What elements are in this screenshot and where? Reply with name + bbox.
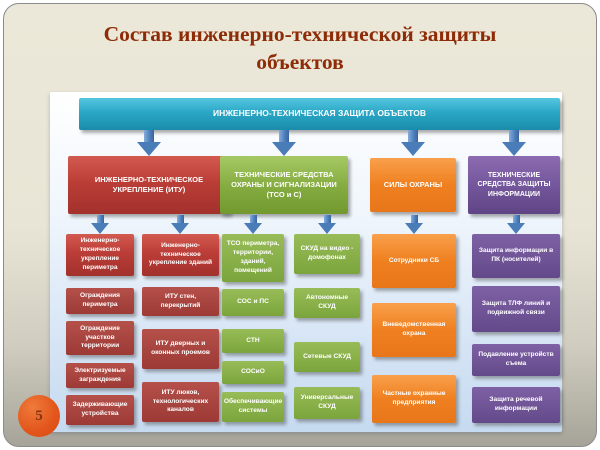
page-number: 5 [35, 407, 43, 424]
down-arrow-icon [91, 215, 109, 234]
node-stn: СТН [222, 329, 284, 353]
node-obespechivayushchie-sistemy: Обеспечивающие системы [222, 392, 284, 422]
group-header-itu-zdaniy: Инженерно-техническое укрепление зданий [142, 234, 219, 276]
node-itu-lyukov: ИТУ люков, технологических каналов [142, 382, 219, 422]
down-arrow-icon [318, 215, 336, 234]
node-vnevedomstvennaya-okhrana: Вневедомственная охрана [372, 303, 456, 357]
down-arrow-icon [401, 130, 425, 156]
diagram-panel: ИНЖЕНЕРНО-ТЕХНИЧЕСКАЯ ЗАЩИТА ОБЪЕКТОВ ИН… [50, 92, 562, 432]
down-arrow-icon [244, 215, 262, 234]
node-podavlenie-ustroystv-sema: Подавление устройств съема [472, 344, 560, 376]
column-header-itu: ИНЖЕНЕРНО-ТЕХНИЧЕСКОЕ УКРЕПЛЕНИЕ (ИТУ) [68, 156, 230, 214]
column-header-sily-okhrany: СИЛЫ ОХРАНЫ [370, 158, 456, 212]
node-ograzhdeniya-perimetra: Ограждения периметра [66, 288, 134, 314]
node-zaderzhivayushchie-ustroystva: Задерживающие устройства [66, 395, 134, 425]
node-avtonomnye-skud: Автономные СКУД [294, 288, 360, 318]
node-sos-i-ps: СОС и ПС [222, 289, 284, 316]
page-number-badge: 5 [18, 395, 60, 437]
node-chastnye-okhrannye-predpriyatiya: Частные охранные предприятия [372, 375, 456, 423]
down-arrow-icon [171, 215, 189, 234]
group-header-itu-perimetra: Инженерно-техническое укрепление перимет… [66, 234, 134, 276]
down-arrow-icon [137, 130, 161, 156]
node-itu-dvernykh: ИТУ дверных и оконных проемов [142, 329, 219, 369]
node-universalnye-skud: Универсальные СКУД [294, 387, 360, 419]
node-elektrizuemye-zagrazhdeniya: Электризуемые заграждения [66, 363, 134, 388]
down-arrow-icon [502, 130, 526, 156]
down-arrow-icon [507, 215, 525, 234]
down-arrow-icon [272, 130, 296, 156]
down-arrow-icon [405, 215, 423, 234]
column-header-tso: ТЕХНИЧЕСКИЕ СРЕДСТВА ОХРАНЫ И СИГНАЛИЗАЦ… [220, 156, 348, 214]
node-zashchita-rechevoy-informatsii: Защита речевой информации [472, 387, 560, 423]
node-zashchita-tlf-liniy: Защита ТЛФ линий и подвижной связи [472, 286, 560, 332]
group-header-skud-videodomofony: СКУД на видео - домофонах [294, 234, 360, 274]
node-sosio: СОСиО [222, 361, 284, 384]
node-sotrudniki-sb: Сотрудники СБ [372, 234, 456, 288]
node-ograzhdenie-uchastkov: Ограждение участков территории [66, 321, 134, 355]
slide-title: Состав инженерно-технической защиты объе… [103, 22, 497, 74]
root-box: ИНЖЕНЕРНО-ТЕХНИЧЕСКАЯ ЗАЩИТА ОБЪЕКТОВ [79, 98, 560, 130]
node-zashchita-informatsii-pk: Защита информации в ПК (носителей) [472, 234, 560, 278]
node-itu-sten: ИТУ стен, перекрытий [142, 287, 219, 316]
group-header-tso-perimetra: ТСО периметра, территории, зданий, помещ… [222, 234, 284, 282]
node-setevye-skud: Сетевые СКУД [294, 342, 360, 372]
slide-background: Состав инженерно-технической защиты объе… [3, 3, 597, 447]
column-header-tszi: ТЕХНИЧЕСКИЕ СРЕДСТВА ЗАЩИТЫ ИНФОРМАЦИИ [468, 156, 560, 214]
